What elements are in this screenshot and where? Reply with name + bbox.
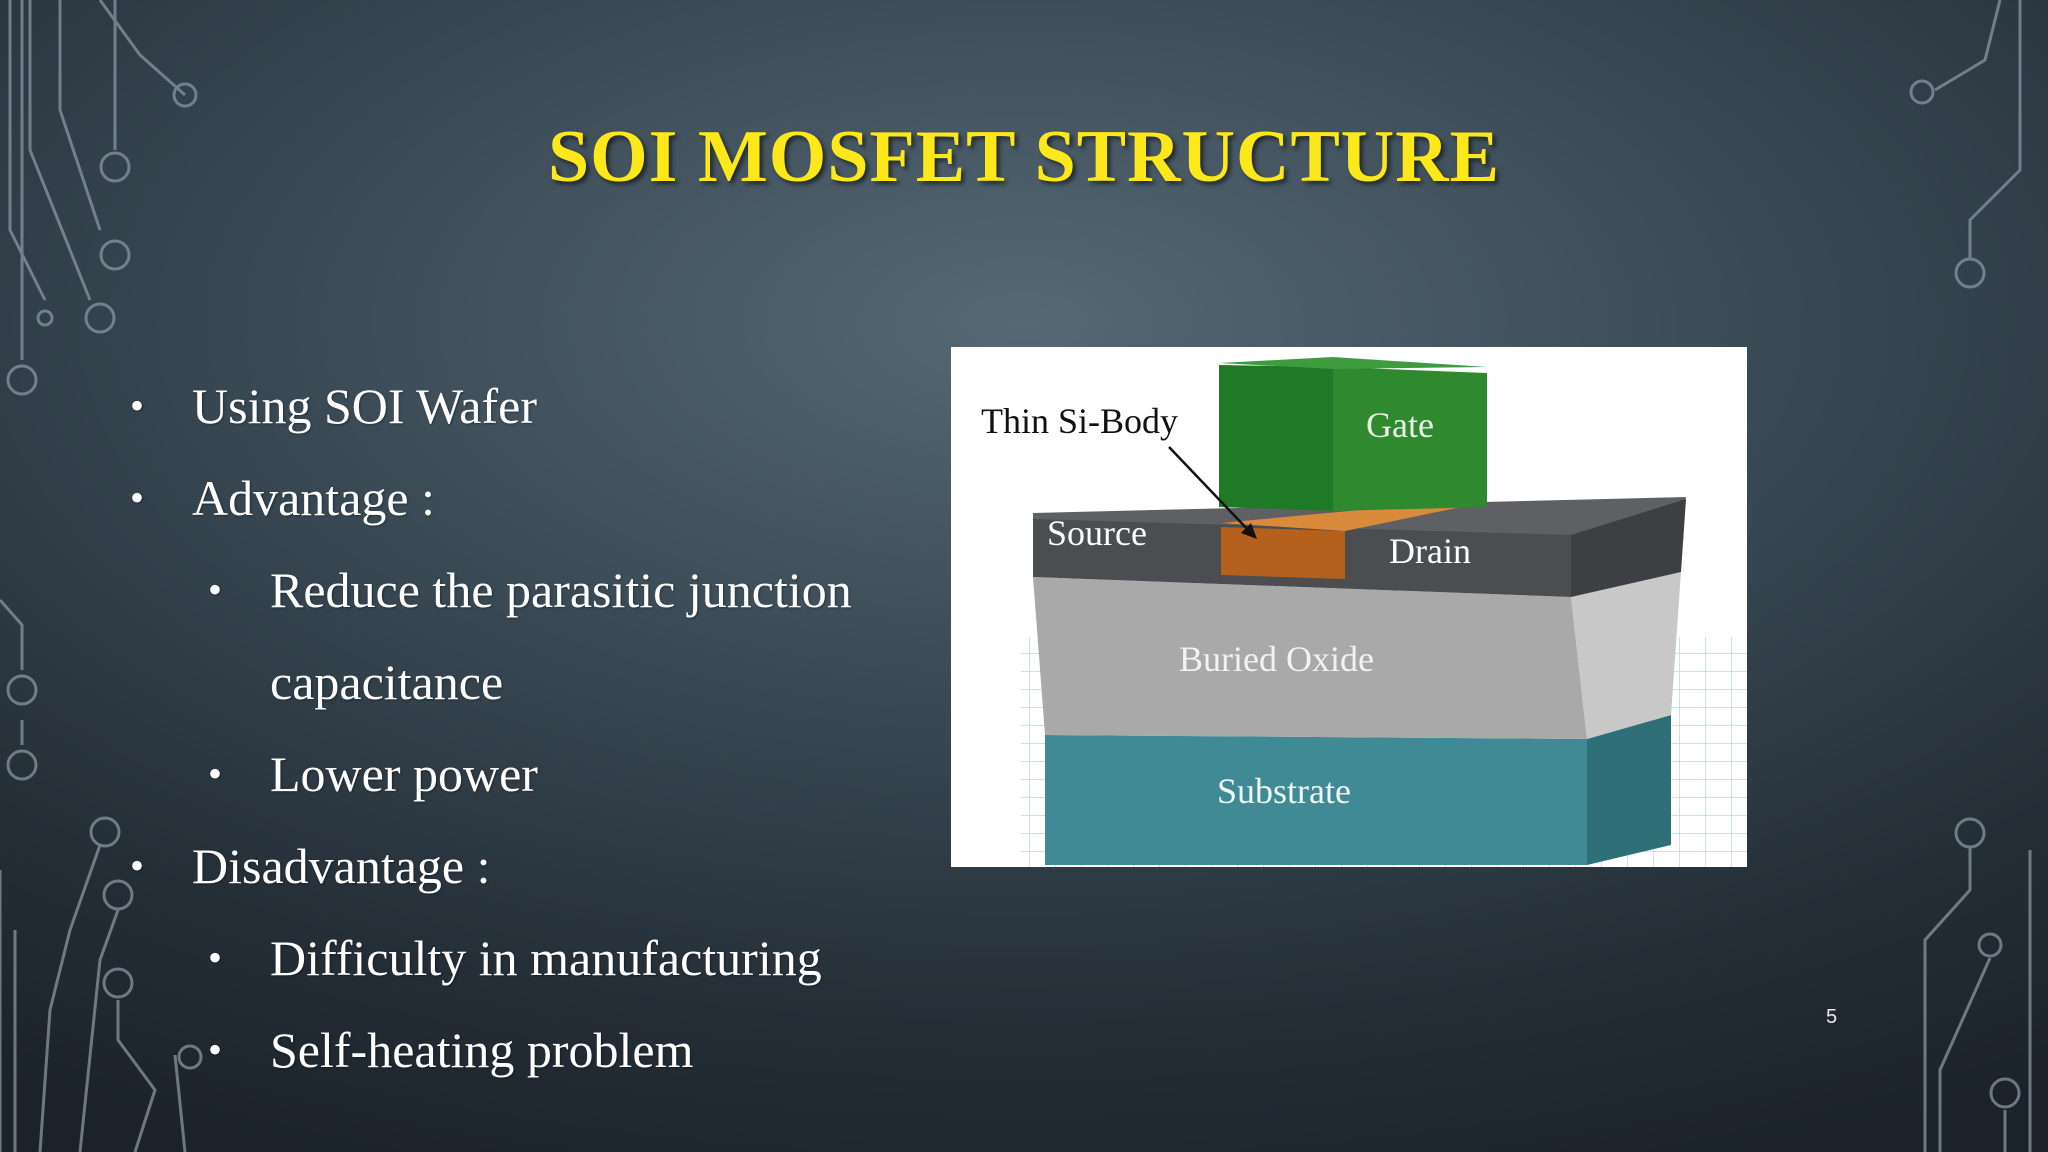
thin-si-body-arrow bbox=[1168, 446, 1252, 534]
substrate-side bbox=[1587, 715, 1671, 865]
slide-title: SOI MOSFET STRUCTURE bbox=[547, 116, 1501, 198]
arrow-head bbox=[1241, 523, 1257, 539]
sub-bullet-item: Reduce the parasitic junction bbox=[130, 544, 930, 636]
buried-oxide-side bbox=[1571, 572, 1681, 739]
silicon-side bbox=[1571, 499, 1686, 597]
label-buried-oxide: Buried Oxide bbox=[1179, 639, 1374, 679]
label-gate: Gate bbox=[1366, 405, 1434, 445]
bullet-item: Advantage : bbox=[130, 452, 930, 544]
page-number: 5 bbox=[1826, 1006, 1838, 1028]
label-substrate: Substrate bbox=[1217, 771, 1351, 811]
sub-bullet-item: Difficulty in manufacturing bbox=[130, 912, 930, 1004]
gate-left bbox=[1219, 365, 1333, 511]
substrate-layer bbox=[1045, 735, 1587, 865]
soi-mosfet-diagram: Thin Si-Body Gate Source Drain Buried Ox… bbox=[951, 347, 1747, 867]
label-source: Source bbox=[1047, 513, 1147, 553]
gate-top bbox=[1219, 357, 1487, 369]
label-drain: Drain bbox=[1389, 531, 1471, 571]
sub-bullet-continuation: capacitance bbox=[270, 654, 504, 710]
thin-si-body bbox=[1221, 527, 1345, 579]
bullet-list: Using SOI Wafer Advantage : Reduce the p… bbox=[130, 360, 930, 1096]
channel-top bbox=[1221, 505, 1471, 531]
bullet-item: Disadvantage : bbox=[130, 820, 930, 912]
gate-front bbox=[1333, 367, 1487, 511]
sub-bullet-item: Lower power bbox=[130, 728, 930, 820]
bullet-item: Using SOI Wafer bbox=[130, 360, 930, 452]
buried-oxide-layer bbox=[1033, 577, 1587, 739]
sub-bullet-item: Self-heating problem bbox=[130, 1004, 930, 1096]
label-thin-si-body: Thin Si-Body bbox=[981, 401, 1178, 441]
